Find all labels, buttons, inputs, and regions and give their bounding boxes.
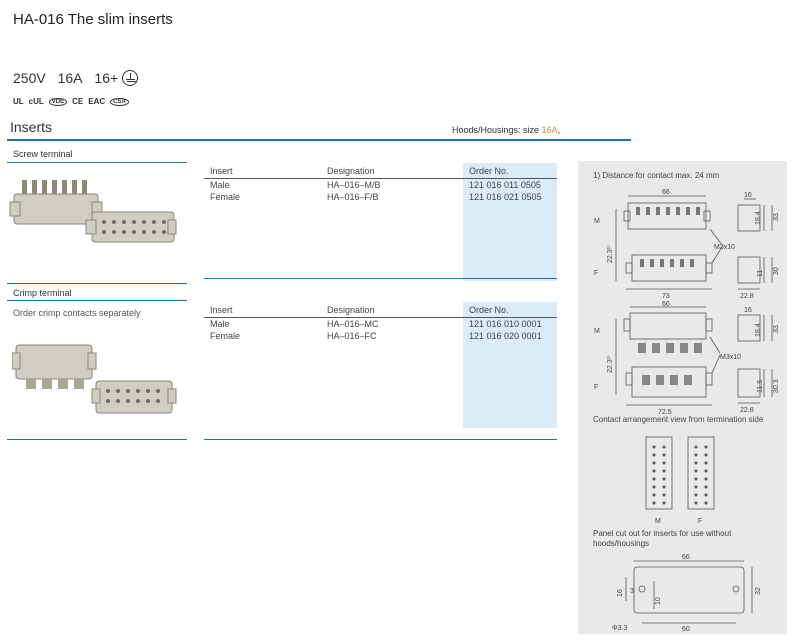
svg-text:M: M bbox=[655, 518, 661, 525]
order-number: 121 016 010 0001 bbox=[463, 317, 557, 330]
screw-insert-photo bbox=[9, 180, 177, 243]
svg-text:66: 66 bbox=[662, 301, 670, 308]
svg-text:66: 66 bbox=[682, 554, 690, 561]
screw-dimension-drawing: M F 66 73 16 18.4 33 M3x10 22.3¹⁾ 22.8 1… bbox=[594, 189, 780, 300]
svg-text:16: 16 bbox=[744, 192, 752, 199]
svg-text:11: 11 bbox=[757, 270, 764, 277]
ul-mark-icon: UL bbox=[13, 97, 24, 106]
svg-text:22.3¹⁾: 22.3¹⁾ bbox=[606, 245, 614, 263]
distance-note: 1) Distance for contact max. 24 mm bbox=[593, 171, 720, 180]
table-bottom-rule bbox=[204, 278, 557, 279]
svg-text:10: 10 bbox=[655, 597, 662, 605]
order-number: 121 016 021 0505 bbox=[463, 191, 557, 203]
screw-terminal-table: Insert Designation Order No. Male HA–016… bbox=[204, 163, 557, 281]
panel-cutout-drawing: 66 60 16 3 10 32 Φ3.3 bbox=[612, 554, 762, 633]
svg-text:18.4: 18.4 bbox=[755, 211, 762, 225]
cul-mark-icon: cUL bbox=[28, 97, 44, 106]
table-header-row: Insert Designation Order No. bbox=[204, 302, 557, 318]
svg-text:73: 73 bbox=[662, 293, 670, 300]
svg-text:33: 33 bbox=[773, 213, 780, 221]
svg-text:18.4: 18.4 bbox=[755, 323, 762, 337]
screw-terminal-label: Screw terminal bbox=[13, 149, 73, 159]
screw-section-rule bbox=[7, 162, 187, 163]
dimension-drawings-panel: 1) Distance for contact max. 24 mm M F bbox=[578, 161, 787, 634]
table-bottom-rule bbox=[204, 439, 557, 440]
svg-text:22.8: 22.8 bbox=[740, 293, 754, 300]
ce-mark-icon: CE bbox=[72, 97, 84, 106]
female-label: F bbox=[594, 270, 598, 277]
svg-text:60: 60 bbox=[682, 626, 690, 633]
contact-arrangement-drawing: M F bbox=[645, 436, 715, 525]
csa-mark-icon: CSA bbox=[110, 97, 129, 106]
crimp-section-rule-top bbox=[7, 283, 187, 284]
col-designation: Designation bbox=[321, 163, 463, 179]
col-order-no: Order No. bbox=[463, 302, 557, 318]
inserts-heading: Inserts bbox=[10, 119, 53, 135]
svg-text:M3x10: M3x10 bbox=[720, 354, 741, 361]
table-row: Male HA–016–MC 121 016 010 0001 bbox=[204, 317, 557, 330]
crimp-section-rule bbox=[7, 300, 187, 301]
vde-mark-icon: VDE bbox=[48, 97, 68, 106]
svg-text:30.3: 30.3 bbox=[773, 379, 780, 393]
svg-text:F: F bbox=[698, 518, 702, 525]
crimp-dimension-drawing: M F 66 72.5 16 18.4 33 M3x10 22.3¹⁾ 22.8… bbox=[594, 301, 780, 416]
hoods-housings-note: Hoods/Housings: size 16A, bbox=[452, 125, 561, 135]
svg-text:66: 66 bbox=[662, 189, 670, 196]
hood-size: 16A bbox=[541, 125, 558, 135]
table-row: Female HA–016–FC 121 016 020 0001 bbox=[204, 330, 557, 342]
svg-text:32: 32 bbox=[755, 587, 762, 595]
male-label: M bbox=[594, 218, 600, 225]
voltage-rating: 250V bbox=[13, 70, 46, 86]
earth-ground-icon bbox=[122, 70, 139, 86]
page-title: HA-016 The slim inserts bbox=[13, 11, 173, 28]
svg-text:72.5: 72.5 bbox=[658, 409, 672, 416]
order-number: 121 016 020 0001 bbox=[463, 330, 557, 342]
crimp-terminal-table: Insert Designation Order No. Male HA–016… bbox=[204, 302, 557, 428]
panel-cutout-label: Panel cut out for inserts for use withou… bbox=[593, 529, 732, 548]
svg-text:M3x10: M3x10 bbox=[714, 244, 735, 251]
section-divider bbox=[7, 139, 631, 141]
table-row: Male HA–016–M/B 121 016 011 0505 bbox=[204, 178, 557, 191]
table-row: Female HA–016–F/B 121 016 021 0505 bbox=[204, 191, 557, 203]
current-rating: 16A bbox=[57, 70, 83, 86]
contact-arrangement-label: Contact arrangement view from terminatio… bbox=[593, 415, 764, 424]
svg-text:F: F bbox=[594, 384, 598, 391]
crimp-terminal-label: Crimp terminal bbox=[13, 288, 72, 298]
col-order-no: Order No. bbox=[463, 163, 557, 179]
col-insert: Insert bbox=[204, 163, 321, 179]
contact-count: 16+ bbox=[94, 70, 119, 86]
crimp-insert-photo bbox=[12, 344, 177, 414]
order-number: 121 016 011 0505 bbox=[463, 178, 557, 191]
crimp-section-bottom-rule bbox=[7, 439, 187, 440]
svg-text:30: 30 bbox=[773, 267, 780, 275]
certification-marks: UL cUL VDE CE EAC CSA bbox=[13, 97, 129, 106]
svg-text:33: 33 bbox=[773, 325, 780, 333]
svg-text:M: M bbox=[594, 328, 600, 335]
table-header-row: Insert Designation Order No. bbox=[204, 163, 557, 179]
svg-text:11.5: 11.5 bbox=[757, 380, 764, 393]
svg-text:22.3¹⁾: 22.3¹⁾ bbox=[606, 355, 614, 373]
eac-mark-icon: EAC bbox=[88, 97, 106, 106]
col-insert: Insert bbox=[204, 302, 321, 318]
svg-text:16: 16 bbox=[744, 307, 752, 314]
svg-text:16: 16 bbox=[617, 589, 624, 597]
col-designation: Designation bbox=[321, 302, 463, 318]
electrical-ratings: 250V 16A 16+ bbox=[13, 70, 139, 86]
svg-text:3: 3 bbox=[630, 588, 634, 595]
svg-text:Φ3.3: Φ3.3 bbox=[612, 625, 627, 632]
svg-text:22.8: 22.8 bbox=[740, 407, 754, 414]
crimp-contacts-note: Order crimp contacts separately bbox=[13, 308, 141, 318]
